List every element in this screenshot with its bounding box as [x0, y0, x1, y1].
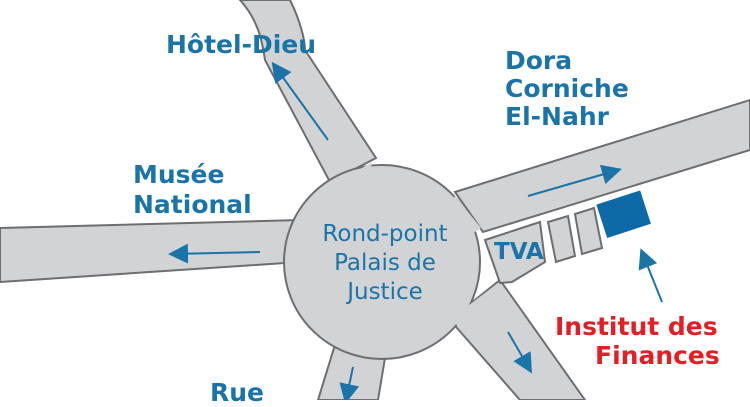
label-roundabout: Rond-point Palais de Justice [297, 220, 473, 307]
label-tva-text: TVA [494, 239, 544, 265]
arrow-icon [271, 61, 329, 141]
label-dora-line3: El-Nahr [505, 102, 609, 131]
arrow-icon [527, 164, 622, 197]
label-musee-line2: National [133, 190, 252, 219]
road-tva-spur-2 [573, 206, 604, 256]
label-roundabout-line1: Rond-point [322, 221, 448, 247]
label-tva: TVA [494, 238, 544, 267]
arrow-icon [339, 366, 360, 400]
arrow-icon [168, 243, 261, 264]
label-dora: Dora Corniche El-Nahr [505, 47, 629, 131]
label-institut-des-finances: Institut des Finances [555, 312, 720, 370]
label-dora-line1: Dora [505, 46, 573, 75]
label-roundabout-line3: Justice [347, 279, 423, 305]
label-musee-national: Musée National [133, 160, 252, 220]
label-hotel-dieu-text: Hôtel-Dieu [166, 30, 317, 59]
road-hotel-dieu [238, 0, 378, 184]
label-roundabout-line2: Palais de [334, 250, 436, 276]
road-musee-national [0, 218, 301, 284]
road-tva-lane [483, 220, 547, 285]
label-musee-line1: Musée [133, 160, 225, 189]
arrow-icon [638, 248, 663, 303]
road-south-east [448, 278, 587, 400]
road-tva-spur-1 [546, 214, 577, 264]
label-rue: Rue [210, 378, 264, 407]
building-icon [596, 190, 651, 238]
label-rue-text: Rue [210, 378, 265, 407]
label-institut-line2: Finances [595, 341, 720, 370]
label-dora-line2: Corniche [505, 74, 629, 103]
arrow-icon [507, 331, 533, 374]
roundabout-fill [286, 167, 478, 357]
label-hotel-dieu: Hôtel-Dieu [166, 30, 316, 59]
label-institut-line1: Institut des [555, 312, 718, 341]
